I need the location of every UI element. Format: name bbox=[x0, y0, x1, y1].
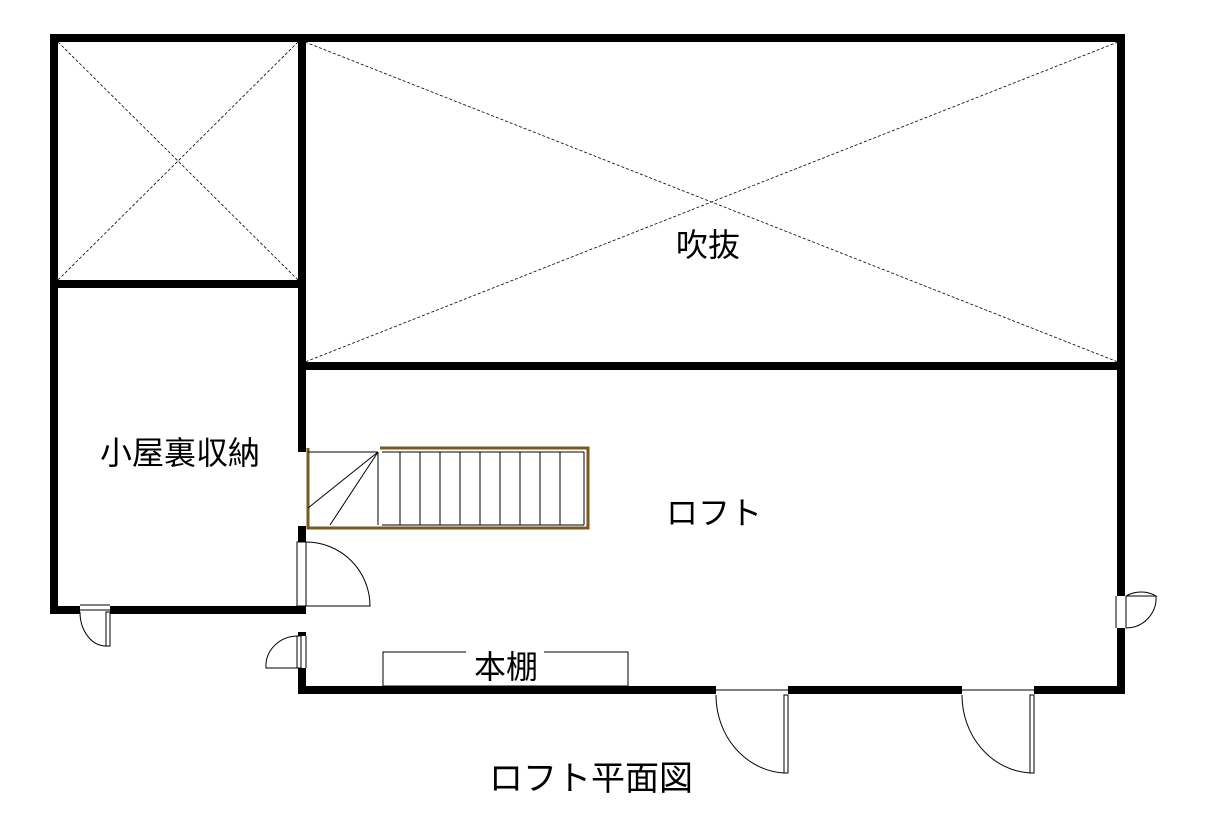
door-right-small bbox=[1125, 591, 1158, 629]
staircase bbox=[306, 446, 590, 530]
window-openings bbox=[80, 596, 1127, 695]
label-hondana: 本棚 bbox=[474, 648, 538, 686]
door-bottom-1 bbox=[715, 694, 789, 774]
void-main bbox=[304, 41, 1119, 363]
void-top-left bbox=[57, 41, 299, 281]
walls bbox=[50, 34, 1125, 694]
door-loft-entry bbox=[296, 541, 371, 607]
door-bottom-2 bbox=[961, 694, 1035, 774]
label-koyaura: 小屋裏収納 bbox=[100, 434, 260, 472]
plan-caption: ロフト平面図 bbox=[489, 759, 693, 799]
label-fukinuke: 吹抜 bbox=[676, 226, 740, 264]
door-left-small bbox=[265, 635, 302, 669]
door-storage-window bbox=[79, 611, 111, 647]
label-loft: ロフト bbox=[666, 494, 762, 532]
